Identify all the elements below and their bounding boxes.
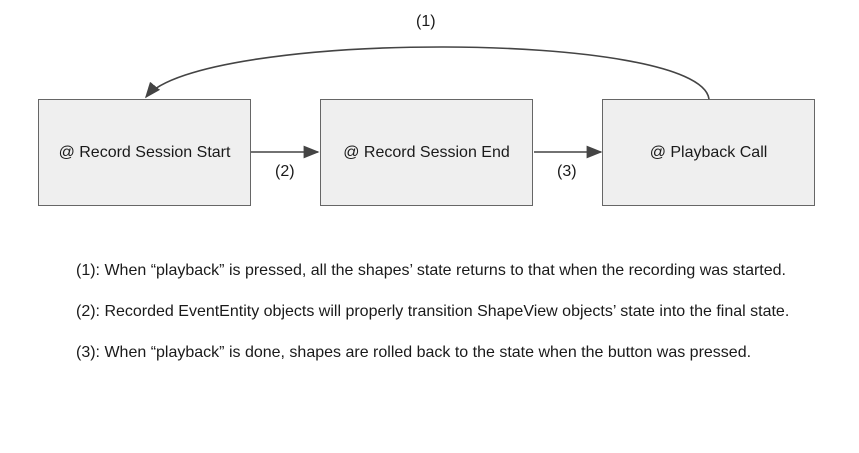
edge-label-1: (1) [416,13,436,30]
playback-call-label: @ Playback Call [649,143,768,161]
edge-label-3: (3) [557,163,577,180]
edge-label-2: (2) [275,163,295,180]
record-session-end-box: @ Record Session End [320,99,533,206]
playback-call-box: @ Playback Call [602,99,815,206]
record-session-start-label: @ Record Session Start [58,143,231,161]
record-session-start-box: @ Record Session Start [38,99,251,206]
note-1: (1): When “playback” is pressed, all the… [76,262,786,279]
record-session-end-label: @ Record Session End [343,143,510,161]
note-2: (2): Recorded EventEntity objects will p… [76,303,790,320]
arrow-playback-to-start [144,46,710,100]
note-3: (3): When “playback” is done, shapes are… [76,344,752,361]
notes-section: (1): When “playback” is pressed, all the… [76,260,796,383]
